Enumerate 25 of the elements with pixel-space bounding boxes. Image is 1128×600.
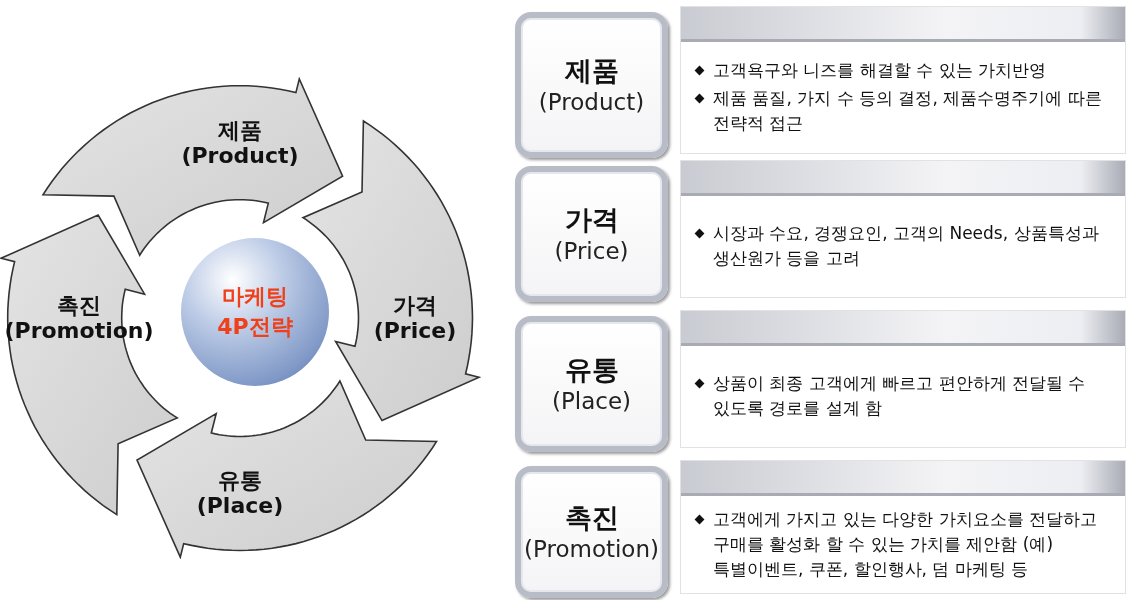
category-title: 가격 xyxy=(564,202,619,237)
bullet-text: 상품이 최종 고객에게 빠르고 편안하게 전달될 수 있도록 경로를 설계 함 xyxy=(713,372,1087,420)
category-subtitle: (Place) xyxy=(551,386,632,416)
category-subtitle: (Product) xyxy=(538,87,645,117)
category-title: 유통 xyxy=(564,352,619,387)
arrow-label: 가격 (Price) xyxy=(373,292,457,344)
description-panel xyxy=(680,310,1126,448)
category-subtitle: (Price) xyxy=(554,236,629,266)
category-title: 촉진 xyxy=(564,500,619,535)
category-title: 제품 xyxy=(564,53,619,88)
bullet-text: 고객욕구와 니즈를 해결할 수 있는 가치반영 xyxy=(713,59,1047,82)
category-box xyxy=(515,12,668,158)
center-label: 마케팅 4P전략 xyxy=(217,283,293,341)
category-subtitle: (Promotion) xyxy=(524,534,659,564)
arrow-label: 제품 (Product) xyxy=(181,117,299,169)
description-panel xyxy=(680,460,1126,594)
category-box xyxy=(515,166,668,302)
arrow-label: 유통 (Place) xyxy=(196,467,284,519)
category-box xyxy=(515,466,668,598)
bullet-text: 고객에게 가지고 있는 다양한 가치요소를 전달하고 구매를 활성화 할 수 있는 가치를 제안함 (예) 특별이벤트, 쿠폰, 할인행사, 덤 마케팅 등 xyxy=(713,507,1099,581)
bullet-text: 시장과 수요, 경쟁요인, 고객의 Needs, 상품특성과 생산원가 등을 고려 xyxy=(713,222,1100,270)
description-panel xyxy=(680,6,1126,154)
bullet-text: 제품 품질, 가지 수 등의 결정, 제품수명주기에 따른 전략적 접근 xyxy=(713,87,1103,135)
category-box xyxy=(515,316,668,452)
description-panel xyxy=(680,160,1126,298)
